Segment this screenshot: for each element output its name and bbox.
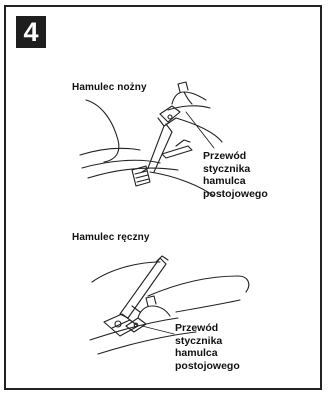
- wire-connector: [146, 296, 156, 306]
- callout-leader-line: [186, 112, 214, 148]
- foot-brake-pedal-illustration: [80, 82, 222, 196]
- seat-outline: [148, 276, 249, 296]
- switch-wire: [138, 306, 170, 318]
- dash-panel-outline: [86, 100, 119, 162]
- release-rod-link: [176, 140, 190, 146]
- dash-line: [176, 118, 222, 142]
- switch-wire: [184, 92, 192, 104]
- switch-wire: [172, 92, 206, 104]
- pedal-arm: [154, 124, 172, 172]
- floor-line: [176, 300, 240, 312]
- floor-line: [150, 172, 214, 196]
- floor-line: [98, 332, 196, 354]
- pedal-arm: [142, 118, 164, 172]
- floor-line: [80, 148, 140, 155]
- release-rod: [162, 146, 192, 158]
- callout-leader-line: [142, 326, 174, 334]
- pedal-pad-ridges: [135, 171, 149, 182]
- switch-body: [160, 106, 180, 122]
- wire-connector: [178, 82, 188, 92]
- hand-brake-lever-illustration: [90, 256, 249, 354]
- pedal-pad: [132, 166, 150, 186]
- switch-bolt: [168, 115, 172, 119]
